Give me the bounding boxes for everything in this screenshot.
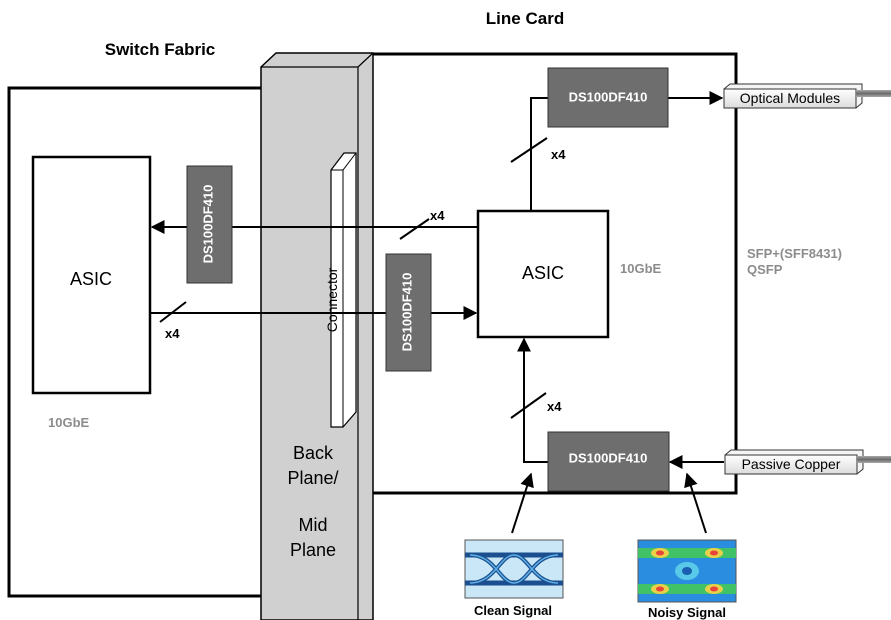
link-asic-to-top-redriver: [530, 97, 548, 211]
lane-slash-left: [159, 301, 187, 323]
optical-module: Optical Modules: [723, 83, 891, 109]
redriver-linecard-input: [385, 253, 432, 372]
linecard-asic-label: ASIC: [522, 263, 564, 283]
copper-module-label: Passive Copper: [742, 456, 841, 472]
lane-label-bottom: x4: [547, 399, 562, 414]
lane-label-left: x4: [165, 326, 180, 341]
backplane-label-4: Plane: [290, 540, 336, 560]
backplane-label-3: Mid: [298, 515, 327, 535]
switch-fabric-title: Switch Fabric: [105, 40, 216, 59]
copper-module: Passive Copper: [724, 449, 891, 475]
clean-eye-diagram: [464, 539, 564, 599]
lane-slash-middle: [399, 218, 430, 240]
backplane-label-1: Back: [293, 443, 334, 463]
redriver-linecard-input-label: DS100DF410: [399, 273, 414, 352]
interface-label-1: SFP+(SFF8431): [747, 246, 842, 261]
optical-module-label: Optical Modules: [740, 90, 840, 106]
switch-asic-label: ASIC: [70, 269, 112, 289]
backplane-label-2: Plane/: [287, 468, 338, 488]
switch-asic-box: [31, 155, 152, 395]
noisy-signal-arrow: [684, 472, 707, 534]
lane-slash-top: [510, 137, 548, 163]
line-card-title: Line Card: [486, 9, 564, 28]
redriver-switch-fabric: [186, 165, 233, 284]
clean-signal-caption: Clean Signal: [474, 603, 552, 618]
linecard-speed-label: 10GbE: [620, 261, 662, 276]
lane-slash-bottom: [510, 392, 547, 419]
linecard-asic-box: [476, 209, 610, 339]
switch-speed-label: 10GbE: [48, 415, 90, 430]
noisy-eye-diagram: [637, 539, 737, 603]
clean-signal-arrow: [511, 472, 534, 534]
redriver-optical: [547, 67, 669, 128]
redriver-optical-label: DS100DF410: [569, 89, 648, 104]
redriver-copper-label: DS100DF410: [569, 450, 648, 465]
lane-label-top: x4: [551, 147, 566, 162]
link-bottom-redriver-to-asic: [517, 337, 548, 463]
interface-label-2: QSFP: [747, 262, 783, 277]
noisy-signal-caption: Noisy Signal: [648, 605, 726, 620]
connector-label: Connector: [324, 267, 340, 332]
redriver-copper: [547, 431, 670, 492]
lane-label-middle: x4: [430, 208, 445, 223]
redriver-switch-fabric-label: DS100DF410: [200, 185, 215, 264]
